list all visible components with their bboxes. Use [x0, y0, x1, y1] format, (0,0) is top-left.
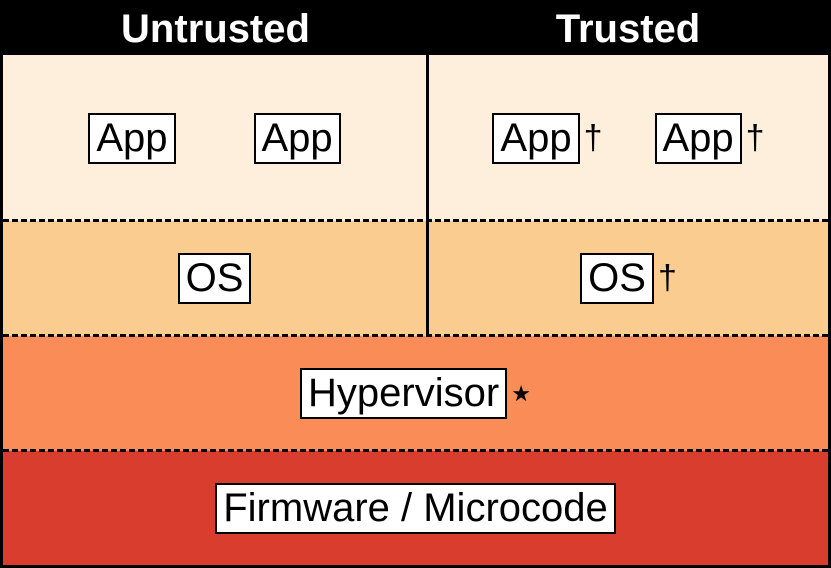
trusted-app-box-2: App — [654, 112, 742, 164]
untrusted-app-layer: App App — [3, 55, 426, 221]
firmware-box: Firmware / Microcode — [215, 482, 616, 534]
hypervisor-layer: Hypervisor ★ — [3, 336, 828, 451]
os-hypervisor-divider — [3, 334, 828, 337]
hypervisor-box: Hypervisor — [300, 368, 508, 419]
untrusted-os-box: OS — [177, 253, 252, 304]
trusted-app-layer: App † App † — [429, 55, 828, 221]
trusted-os-layer: OS † — [429, 221, 828, 336]
dagger-marker: † — [745, 118, 765, 157]
untrusted-app-box-2: App — [253, 112, 341, 164]
untrusted-app-box-1: App — [88, 112, 176, 164]
untrusted-os-layer: OS — [3, 221, 426, 336]
hypervisor-firmware-divider — [3, 449, 828, 452]
hypervisor: Hypervisor ★ — [300, 368, 531, 419]
trusted-app-2: App † — [654, 112, 765, 164]
dagger-marker: † — [583, 118, 603, 157]
trust-boundary-divider — [426, 55, 429, 336]
trusted-os: OS † — [580, 253, 677, 304]
trusted-header-label: Trusted — [555, 6, 701, 51]
trusted-app-1: App † — [492, 112, 603, 164]
dagger-marker: † — [657, 259, 677, 297]
firmware-layer: Firmware / Microcode — [3, 451, 828, 565]
untrusted-header: Untrusted — [3, 3, 428, 55]
star-marker: ★ — [511, 380, 531, 406]
app-os-divider — [3, 219, 828, 222]
untrusted-header-label: Untrusted — [121, 6, 310, 51]
trusted-app-box-1: App — [492, 112, 580, 164]
trusted-os-box: OS — [580, 253, 654, 304]
trusted-header: Trusted — [428, 3, 828, 55]
